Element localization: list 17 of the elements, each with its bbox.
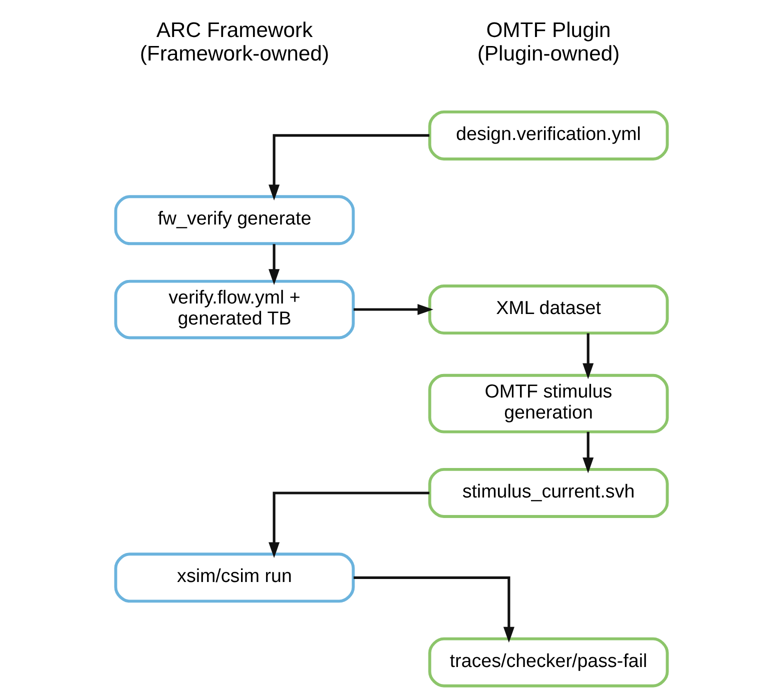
- label: ARC Framework (Framework-owned): [140, 19, 330, 66]
- label: OMTF Plugin (Plugin-owned): [477, 19, 620, 66]
- arrow: [268, 492, 430, 558]
- arrow: [354, 304, 434, 316]
- node-box: fw_verify generate: [114, 195, 355, 246]
- node-box: traces/checker/pass-fail: [428, 637, 669, 688]
- node-box: XML dataset: [428, 284, 669, 334]
- arrow: [582, 333, 594, 380]
- arrow: [268, 244, 280, 285]
- node-box: verify.flow.yml + generated TB: [114, 280, 355, 340]
- arrow: [354, 576, 514, 643]
- node-box: stimulus_current.svh: [428, 468, 669, 518]
- node-box: design.verification.yml: [428, 110, 669, 160]
- node-box: xsim/csim run: [114, 552, 355, 603]
- arrow: [582, 432, 594, 474]
- arrow: [268, 134, 430, 200]
- node-box: OMTF stimulus generation: [428, 374, 669, 434]
